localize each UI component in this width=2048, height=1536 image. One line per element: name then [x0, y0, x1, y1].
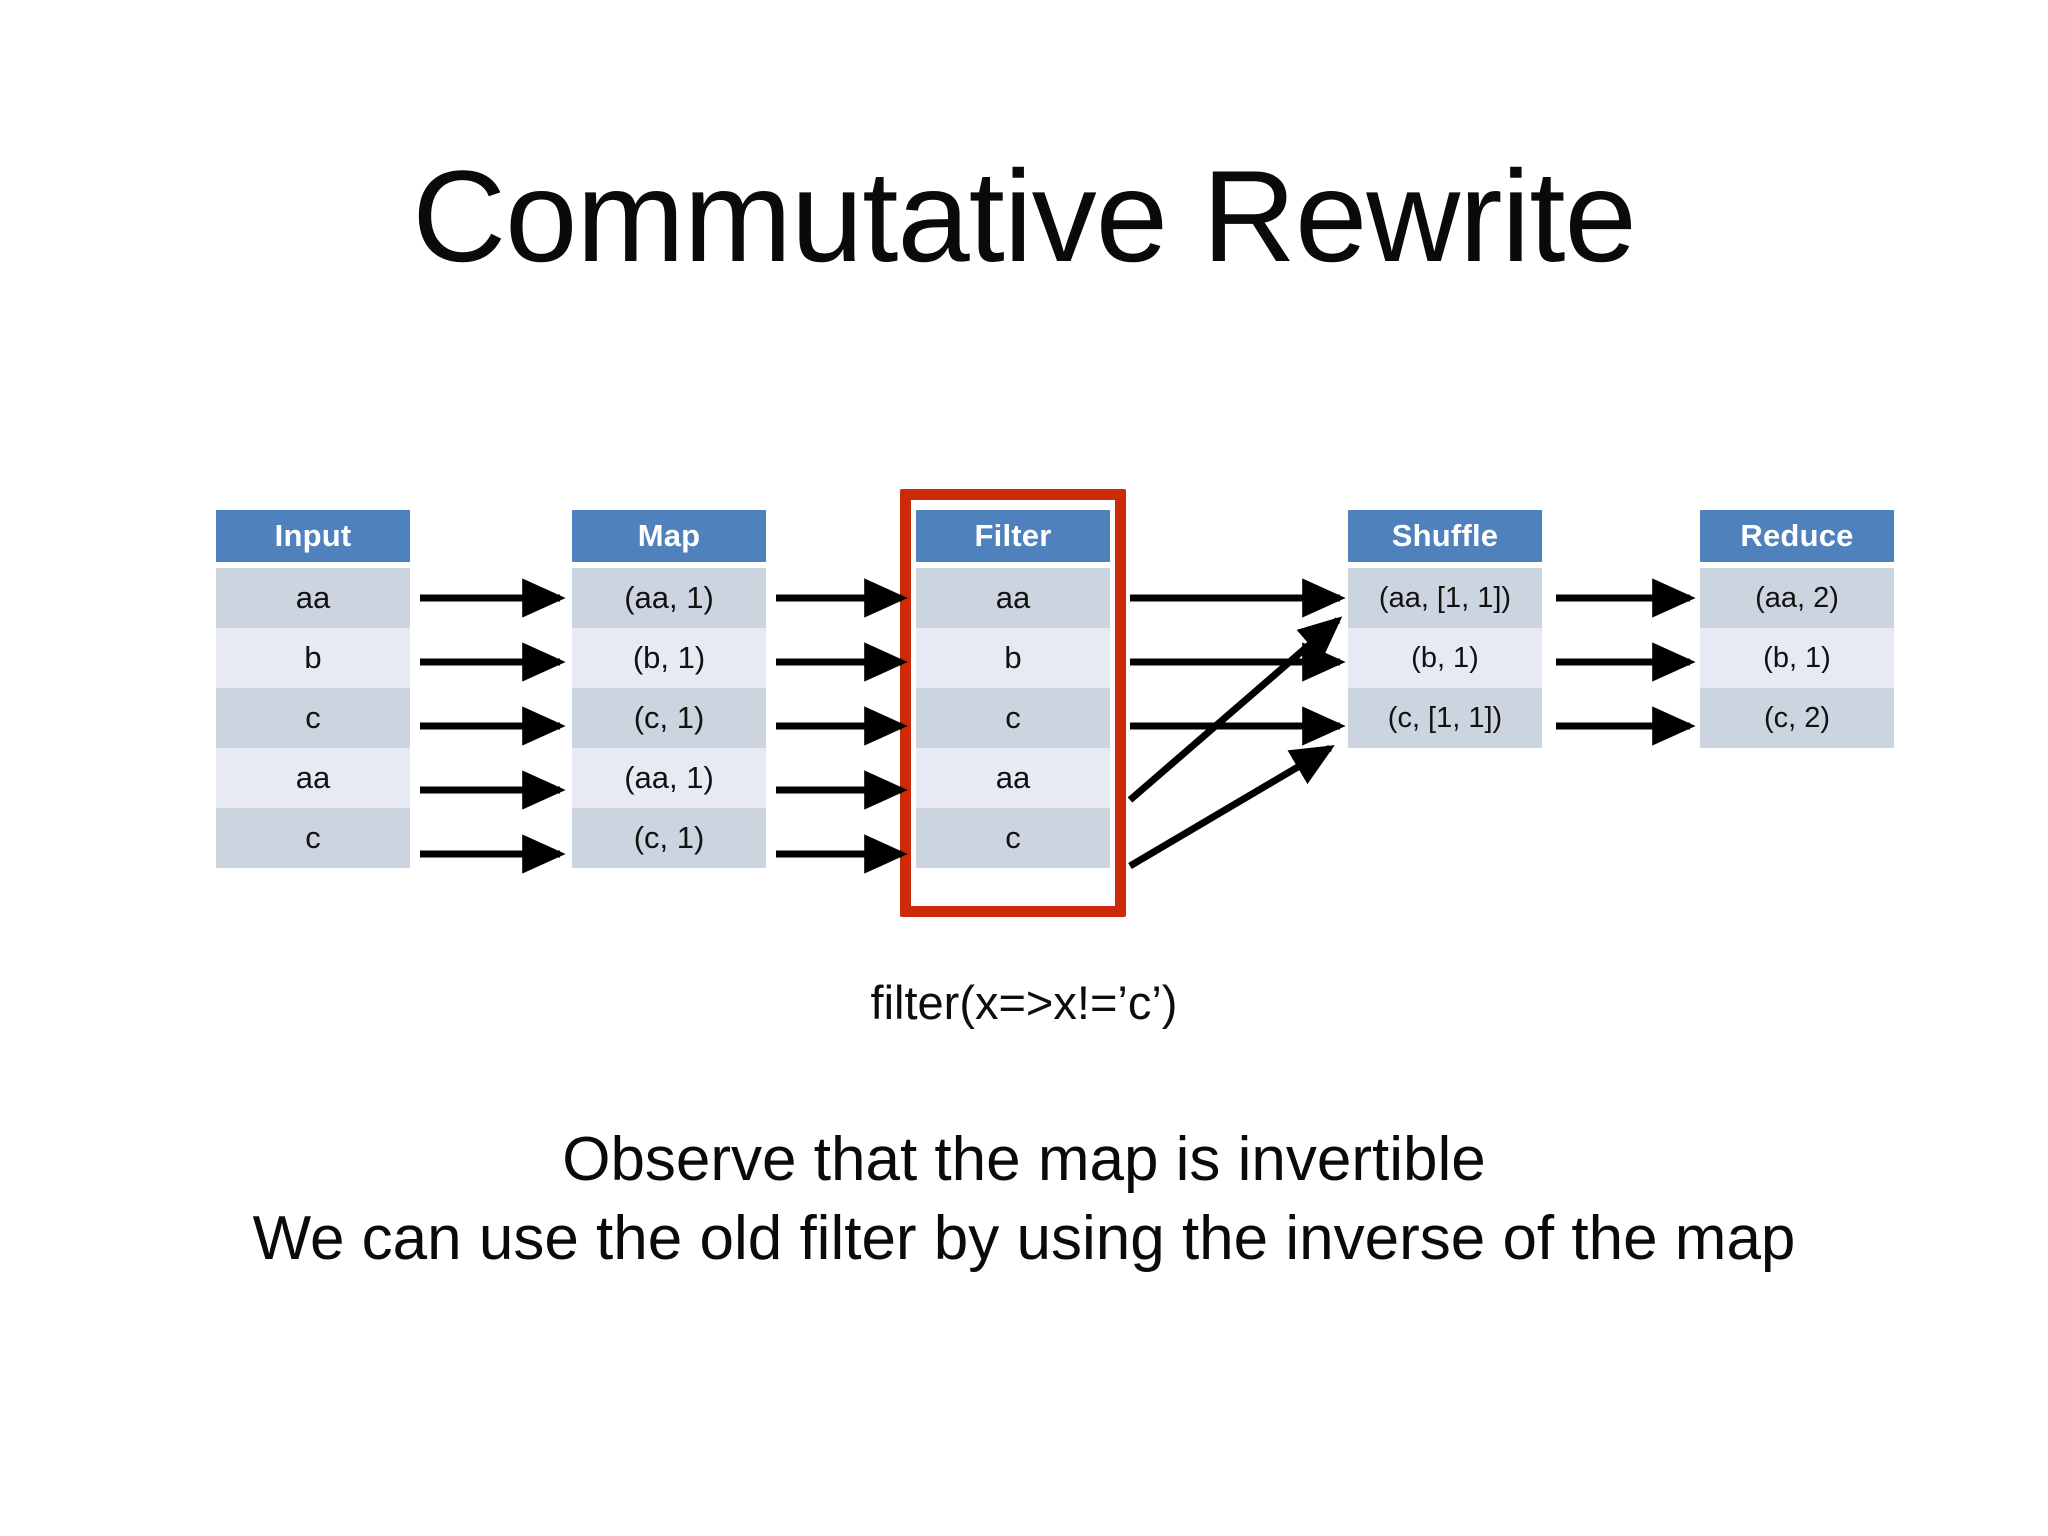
arrows-input-to-map — [420, 578, 566, 874]
bottom-note: Observe that the map is invertible We ca… — [0, 1120, 2048, 1279]
cell-map-3: (aa, 1) — [572, 748, 766, 808]
cell-filter-4: c — [916, 808, 1110, 868]
cell-input-0: aa — [216, 568, 410, 628]
cell-reduce-0: (aa, 2) — [1700, 568, 1894, 628]
column-filter: Filter aa b c aa c — [916, 510, 1110, 868]
cell-input-3: aa — [216, 748, 410, 808]
arrows-map-to-filter — [776, 578, 908, 874]
cell-input-1: b — [216, 628, 410, 688]
cell-reduce-2: (c, 2) — [1700, 688, 1894, 748]
page-title: Commutative Rewrite — [412, 143, 1637, 289]
cell-map-1: (b, 1) — [572, 628, 766, 688]
cell-shuffle-0: (aa, [1, 1]) — [1348, 568, 1542, 628]
cell-reduce-1: (b, 1) — [1700, 628, 1894, 688]
cell-filter-2: c — [916, 688, 1110, 748]
column-rows-filter: aa b c aa c — [916, 568, 1110, 868]
cell-input-4: c — [216, 808, 410, 868]
column-header-map: Map — [572, 510, 766, 562]
cell-map-2: (c, 1) — [572, 688, 766, 748]
column-shuffle: Shuffle (aa, [1, 1]) (b, 1) (c, [1, 1]) — [1348, 510, 1542, 748]
filter-expression-caption: filter(x=>x!=’c’) — [870, 976, 1178, 1029]
column-rows-input: aa b c aa c — [216, 568, 410, 868]
column-map: Map (aa, 1) (b, 1) (c, 1) (aa, 1) (c, 1) — [572, 510, 766, 868]
cell-filter-3: aa — [916, 748, 1110, 808]
column-rows-reduce: (aa, 2) (b, 1) (c, 2) — [1700, 568, 1894, 748]
column-reduce: Reduce (aa, 2) (b, 1) (c, 2) — [1700, 510, 1894, 748]
column-header-input: Input — [216, 510, 410, 562]
column-header-filter: Filter — [916, 510, 1110, 562]
cell-filter-1: b — [916, 628, 1110, 688]
cell-input-2: c — [216, 688, 410, 748]
column-rows-shuffle: (aa, [1, 1]) (b, 1) (c, [1, 1]) — [1348, 568, 1542, 748]
cell-filter-0: aa — [916, 568, 1110, 628]
cell-shuffle-1: (b, 1) — [1348, 628, 1542, 688]
column-header-reduce: Reduce — [1700, 510, 1894, 562]
arrows-shuffle-to-reduce — [1556, 578, 1696, 746]
arrows-filter-to-shuffle — [1127, 578, 1346, 870]
cell-shuffle-2: (c, [1, 1]) — [1348, 688, 1542, 748]
bottom-note-line-1: Observe that the map is invertible — [562, 1125, 1486, 1194]
cell-map-4: (c, 1) — [572, 808, 766, 868]
bottom-note-line-2: We can use the old filter by using the i… — [252, 1204, 1796, 1274]
filter-highlight-box — [900, 489, 1126, 917]
cell-map-0: (aa, 1) — [572, 568, 766, 628]
column-header-shuffle: Shuffle — [1348, 510, 1542, 562]
column-rows-map: (aa, 1) (b, 1) (c, 1) (aa, 1) (c, 1) — [572, 568, 766, 868]
column-input: Input aa b c aa c — [216, 510, 410, 868]
